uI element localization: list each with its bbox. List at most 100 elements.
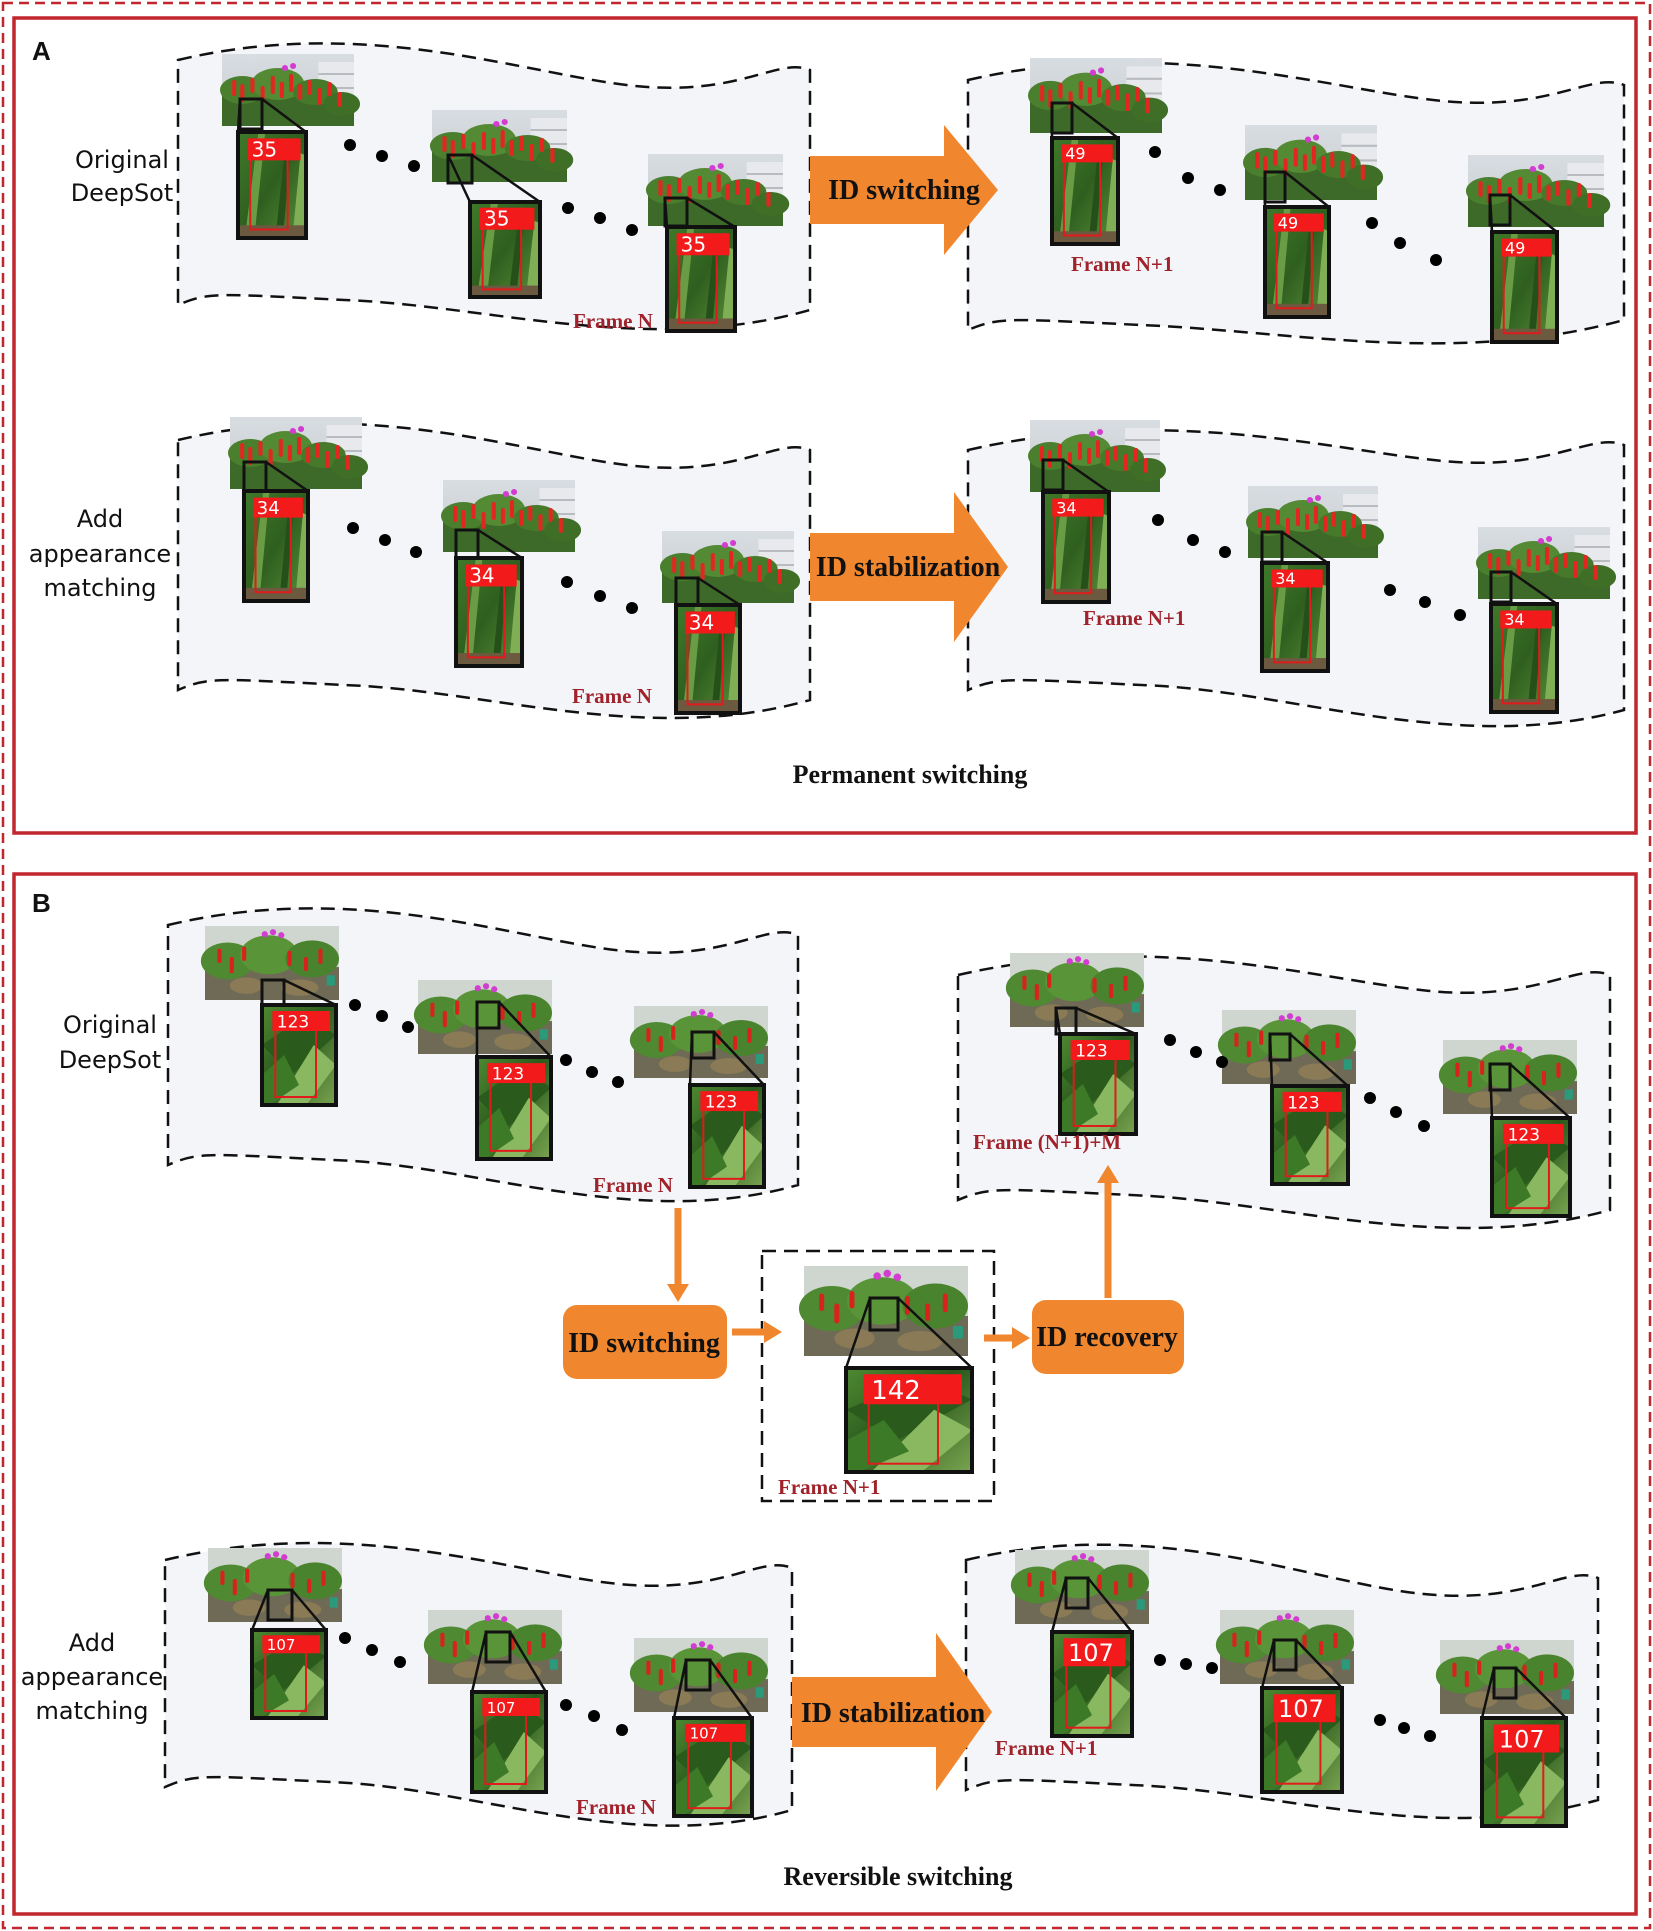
id-tag [863,1374,962,1405]
id-label: 123 [1287,1093,1319,1113]
zoom-connector [1480,1667,1496,1719]
zoom-connector [250,1589,270,1631]
panel-b-caption: Reversible switching [784,1862,1013,1891]
panel-b-arrow-up-from-recovery [1097,1165,1119,1298]
panel-a-row2-label-3: matching [43,574,156,602]
panel-a-row2-left-dots [347,522,638,614]
tracked-frame: 107 [629,1638,768,1818]
tracked-frame: 49 [1241,123,1385,319]
ellipsis-dot [1374,1714,1386,1726]
ellipsis-dot [1180,1658,1192,1670]
ellipsis-dot [1394,237,1406,249]
zoom-box [260,1003,338,1107]
scene-thumbnail [1474,525,1618,601]
panel-b-row2-frame-n1: Frame N+1 [995,1736,1097,1760]
selection-box [1272,1638,1298,1672]
ellipsis-dot [626,602,638,614]
id-tag [252,497,303,518]
tracked-frame: 34 [1027,419,1167,604]
tracked-frame: 34 [658,529,802,715]
ellipsis-dot [586,1066,598,1078]
id-tag [1061,144,1113,163]
selection-box [1492,1666,1518,1700]
zoom-connector [713,1031,765,1086]
id-label: 123 [492,1065,524,1085]
ellipsis-dot [402,1021,414,1033]
arrows-layer [563,125,1184,1791]
id-tag [487,1063,546,1084]
panel-b-switch-box [563,1305,727,1379]
id-tag [482,1698,541,1716]
zoom-box [468,200,542,299]
zoom-connector [897,1297,973,1369]
panel-b-row1-left-dots [349,999,624,1088]
id-tag [684,611,735,634]
tracked-frame: 142 [798,1266,974,1474]
scene-thumbnail [423,1610,562,1684]
panel-b-row1-frame-n: Frame N [593,1173,673,1197]
id-tag [1282,1091,1342,1112]
zoom-box [1050,1630,1134,1738]
id-tag [1493,1724,1560,1753]
panel-b-row1-label-1: Original [63,1011,157,1039]
panel-b-border [12,872,1638,1916]
ellipsis-dot [344,139,356,151]
panel-b-row2-frame-n: Frame N [576,1795,656,1819]
tracked-frame: 123 [1005,953,1144,1136]
id-tag [1070,1040,1130,1060]
ellipsis-dot [1419,596,1431,608]
zoom-box [1260,1686,1344,1794]
panel-a-letter: A [32,36,51,66]
ellipsis-dot [1390,1106,1402,1118]
zoom-box [688,1083,766,1189]
zoom-connector [708,1659,754,1719]
panel-a-row2-frame-n1: Frame N+1 [1083,606,1185,630]
tracked-frame: 107 [1435,1640,1574,1828]
tracked-frame: 34 [439,478,583,668]
ellipsis-dot [1164,1034,1176,1046]
zoom-connector [1071,102,1119,139]
zoom-connector [498,1001,552,1058]
panel-b-row1-frame-n1m: Frame (N+1)+M [973,1130,1121,1154]
tracked-frame: 35 [218,52,362,240]
selection-box [684,1658,712,1692]
zoom-connector [1289,1033,1349,1087]
ellipsis-dot [594,590,606,602]
ellipsis-dot [1182,172,1194,184]
ellipsis-dot [616,1724,628,1736]
tracked-frame: 123 [200,926,339,1107]
ellipsis-dot [1366,217,1378,229]
tracked-frame: 123 [413,980,553,1161]
id-tag [1271,569,1323,588]
ellipsis-dot [394,1656,406,1668]
panel-b-row2-arrow [792,1633,992,1791]
ellipsis-dot [408,160,420,172]
panel-a-row2-label-1: Add [77,505,123,533]
ellipsis-dot [1364,1092,1376,1104]
id-label: 34 [689,611,714,635]
scene-thumbnail [1438,1040,1577,1114]
zoom-box [470,1690,548,1794]
panel-a-row2-frame-n: Frame N [572,684,652,708]
id-tag [1273,213,1324,232]
ellipsis-dot [560,1699,572,1711]
zoom-connector [1087,1577,1133,1633]
zoom-connector [265,460,309,493]
id-tag [1501,238,1552,257]
panel-b-recovery-box-label: ID recovery [1036,1322,1178,1353]
panel-a-row1-left-dots [344,139,638,236]
ellipsis-dot [560,1054,572,1066]
id-label: 34 [1504,610,1524,629]
zoom-box [454,556,524,668]
panel-b-switch-box-label: ID switching [568,1328,720,1359]
zoom-box [665,225,737,333]
id-tag [700,1091,759,1112]
ellipsis-dot [1187,534,1199,546]
zoom-connector [1509,1063,1571,1119]
selection-box [484,1630,512,1664]
panel-b-row2-arrow-label: ID stabilization [801,1698,986,1729]
id-label: 49 [1065,144,1085,163]
scene-thumbnail [1435,1640,1574,1714]
ellipsis-dot [366,1644,378,1656]
id-label: 34 [257,498,280,519]
